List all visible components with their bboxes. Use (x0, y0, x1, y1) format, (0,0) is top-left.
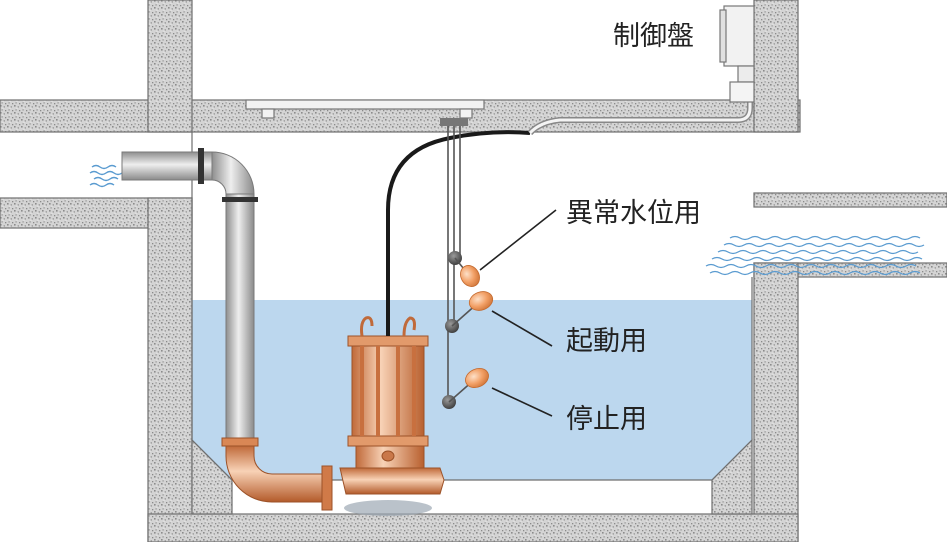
pit-outline (191, 132, 753, 481)
discharge-pipe (121, 148, 258, 441)
pump-discharge-elbow (221, 437, 333, 511)
inflow-ripples (89, 164, 123, 188)
float-abnormal-level (460, 265, 480, 287)
label-control-panel: 制御盤 (613, 21, 694, 52)
power-cable (386, 130, 531, 336)
submersible-pump (339, 316, 445, 516)
manhole-cover (245, 99, 485, 119)
label-stop: 停止用 (566, 404, 647, 435)
leader-abnormal-level (479, 209, 557, 271)
float-switch-assembly (440, 118, 479, 409)
label-abnormal-level: 異常水位用 (566, 198, 701, 229)
float-stop (465, 367, 489, 389)
leader-stop (491, 387, 553, 417)
outflow-ripples (705, 235, 925, 276)
label-start: 起動用 (566, 326, 647, 357)
water-body (192, 300, 752, 480)
float-start (468, 291, 494, 311)
control-panel (719, 5, 755, 103)
leader-start (491, 310, 553, 347)
